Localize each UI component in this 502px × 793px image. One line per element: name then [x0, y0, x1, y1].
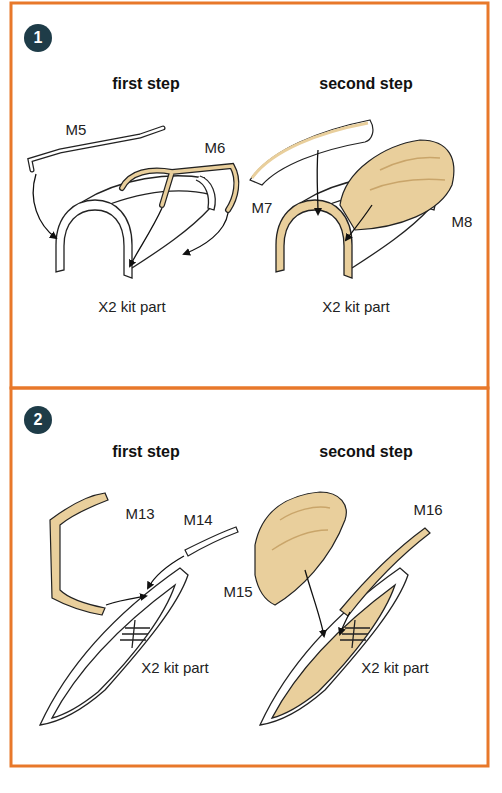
mask-strip: [30, 128, 236, 210]
step-badge: 2: [24, 406, 52, 434]
part-label: M15: [223, 584, 252, 601]
step-badge: 1: [24, 24, 52, 52]
part-label: X2 kit part: [322, 299, 390, 316]
step-heading: second step: [319, 75, 412, 93]
part-label: M6: [205, 140, 226, 157]
step-heading: first step: [112, 75, 180, 93]
step-number: 1: [34, 29, 43, 47]
part-label: M13: [125, 506, 154, 523]
arrow: [106, 556, 184, 605]
part-label: M5: [66, 122, 87, 139]
mask-strip: [50, 493, 238, 615]
mask-piece: [250, 120, 454, 230]
arrow: [305, 570, 350, 636]
canopy-kit-part: [56, 176, 215, 278]
part-label: X2 kit part: [141, 660, 209, 677]
panel-frame: [11, 3, 488, 766]
arrow: [317, 150, 372, 240]
step-heading: first step: [112, 443, 180, 461]
part-label: M14: [183, 512, 212, 529]
step-number: 2: [34, 411, 43, 429]
part-label: X2 kit part: [98, 299, 166, 316]
part-label: M7: [252, 200, 273, 217]
mask-piece: [255, 492, 430, 616]
part-label: X2 kit part: [361, 660, 429, 677]
arrow: [33, 174, 228, 266]
step-heading: second step: [319, 443, 412, 461]
part-label: M16: [413, 502, 442, 519]
part-label: M8: [452, 214, 473, 231]
